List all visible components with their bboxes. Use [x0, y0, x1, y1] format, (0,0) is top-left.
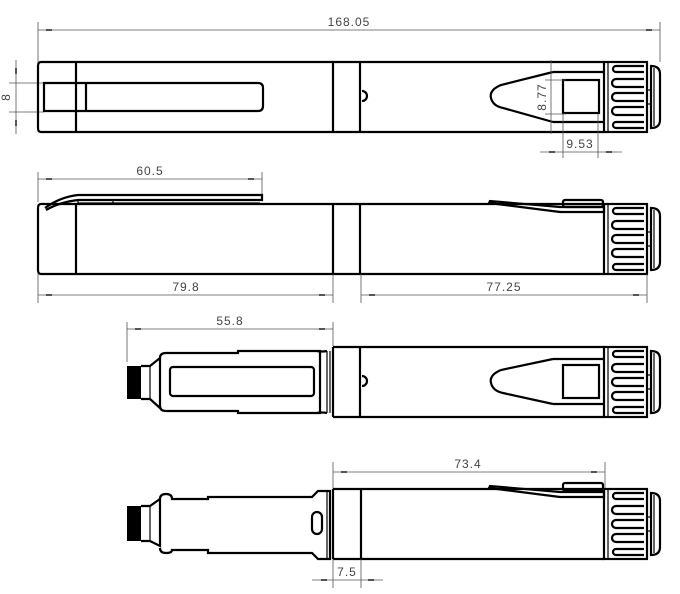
probe-tip [127, 366, 141, 399]
dim-label-probe-length: 55.8 [216, 314, 243, 328]
view-side-capped: 60.5 79.8 77.25 [36, 164, 662, 303]
view-side-uncapped: 73.4 7.5 [127, 457, 662, 588]
pocket-clip [42, 81, 265, 113]
dim-label-body-length: 77.25 [486, 280, 521, 294]
dim-label-body-length-uncapped: 73.4 [454, 457, 481, 471]
dimension-overall-length: 168.05 [37, 15, 661, 62]
dim-label-window-width: 9.53 [566, 137, 593, 151]
dimension-cap-length: 79.8 [37, 274, 334, 303]
dim-label-clip-length: 60.5 [136, 164, 163, 178]
dimension-probe-length: 55.8 [126, 314, 334, 362]
dim-label-collar-length: 7.5 [337, 565, 357, 579]
dimension-body-length-uncapped: 73.4 [332, 457, 606, 489]
dim-label-clip-width: 8 [0, 93, 13, 101]
dimension-collar-length: 7.5 [312, 559, 383, 588]
dim-label-cap-length: 79.8 [172, 280, 199, 294]
display-window [561, 78, 601, 115]
dimension-body-length: 77.25 [360, 274, 648, 303]
view-top-uncapped: 55.8 [126, 314, 662, 419]
pocket-clip-side [44, 193, 264, 211]
dim-label-overall: 168.05 [328, 15, 371, 29]
dimension-clip-width: 8 [0, 60, 44, 134]
dimension-window-height: 8.77 [535, 60, 566, 134]
dimension-clip-length: 60.5 [37, 164, 263, 202]
knurled-end-cap [602, 60, 662, 134]
view-top-capped: 168.05 8 8.77 [0, 15, 662, 158]
dim-label-window-height: 8.77 [535, 83, 549, 110]
dimension-window-width: 9.53 [540, 114, 622, 158]
